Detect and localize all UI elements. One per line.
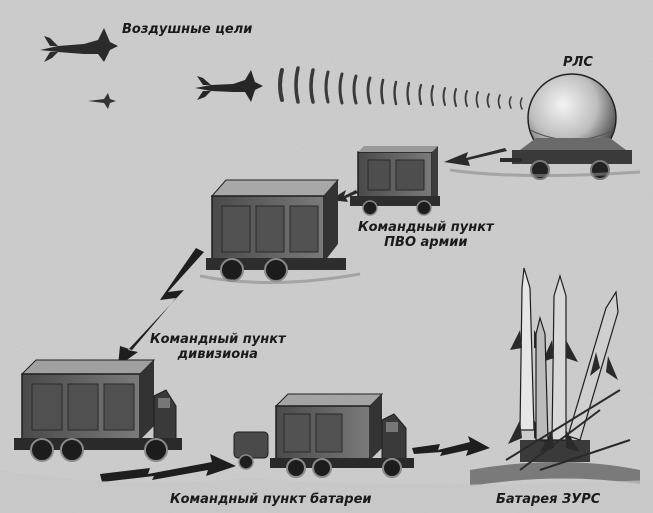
label-division-cp-line-2: дивизиона bbox=[177, 347, 258, 362]
label-missile-battery: Батарея ЗУРС bbox=[496, 492, 601, 507]
jet-aircraft-medium-icon bbox=[195, 70, 263, 102]
ground bbox=[0, 470, 653, 513]
lightning-division-to-battery bbox=[100, 454, 236, 482]
label-division-cp-line-1: Командный пункт bbox=[150, 332, 286, 347]
division-cp-truck bbox=[14, 359, 182, 462]
jet-aircraft-small-icon bbox=[88, 93, 116, 109]
lightning-army-to-division bbox=[118, 248, 204, 366]
missile-battery bbox=[470, 267, 640, 486]
radar-beam-waves bbox=[278, 66, 523, 110]
label-army-cp: Командный пункт ПВО армии bbox=[358, 220, 494, 250]
label-army-cp-line-1: Командный пункт bbox=[358, 220, 494, 235]
missile-4 bbox=[535, 315, 549, 441]
lightning-battery-to-missiles bbox=[412, 436, 490, 456]
radar-station bbox=[449, 73, 641, 180]
jet-aircraft-large-icon bbox=[40, 28, 118, 62]
label-army-cp-line-2: ПВО армии bbox=[384, 235, 468, 250]
army-cp-van-small bbox=[350, 146, 440, 216]
label-division-cp: Командный пункт дивизиона bbox=[150, 332, 286, 362]
battery-cp-truck bbox=[233, 393, 414, 478]
label-battery-cp: Командный пункт батареи bbox=[170, 492, 372, 507]
label-air-targets: Воздушные цели bbox=[122, 22, 253, 37]
arrow-radar-to-army-cp bbox=[444, 148, 507, 166]
army-cp-truck-large bbox=[199, 179, 361, 285]
label-radar: РЛС bbox=[563, 55, 593, 70]
missile-3 bbox=[567, 290, 619, 441]
